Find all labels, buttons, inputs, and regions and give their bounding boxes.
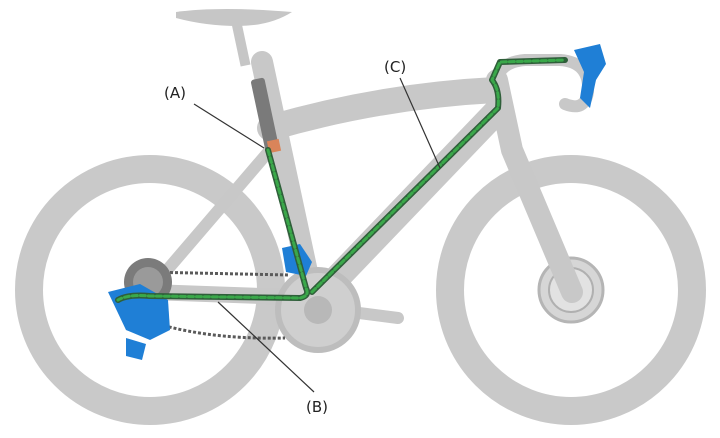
chainring bbox=[275, 267, 361, 353]
leader-lines bbox=[193, 77, 441, 393]
cable-routing bbox=[115, 57, 568, 303]
label-b: (B) bbox=[306, 398, 328, 416]
label-a: (A) bbox=[164, 84, 186, 102]
label-c: (C) bbox=[384, 58, 406, 76]
saddle bbox=[176, 9, 292, 67]
shift-brake-lever bbox=[574, 44, 606, 108]
front-wheel bbox=[436, 155, 706, 425]
